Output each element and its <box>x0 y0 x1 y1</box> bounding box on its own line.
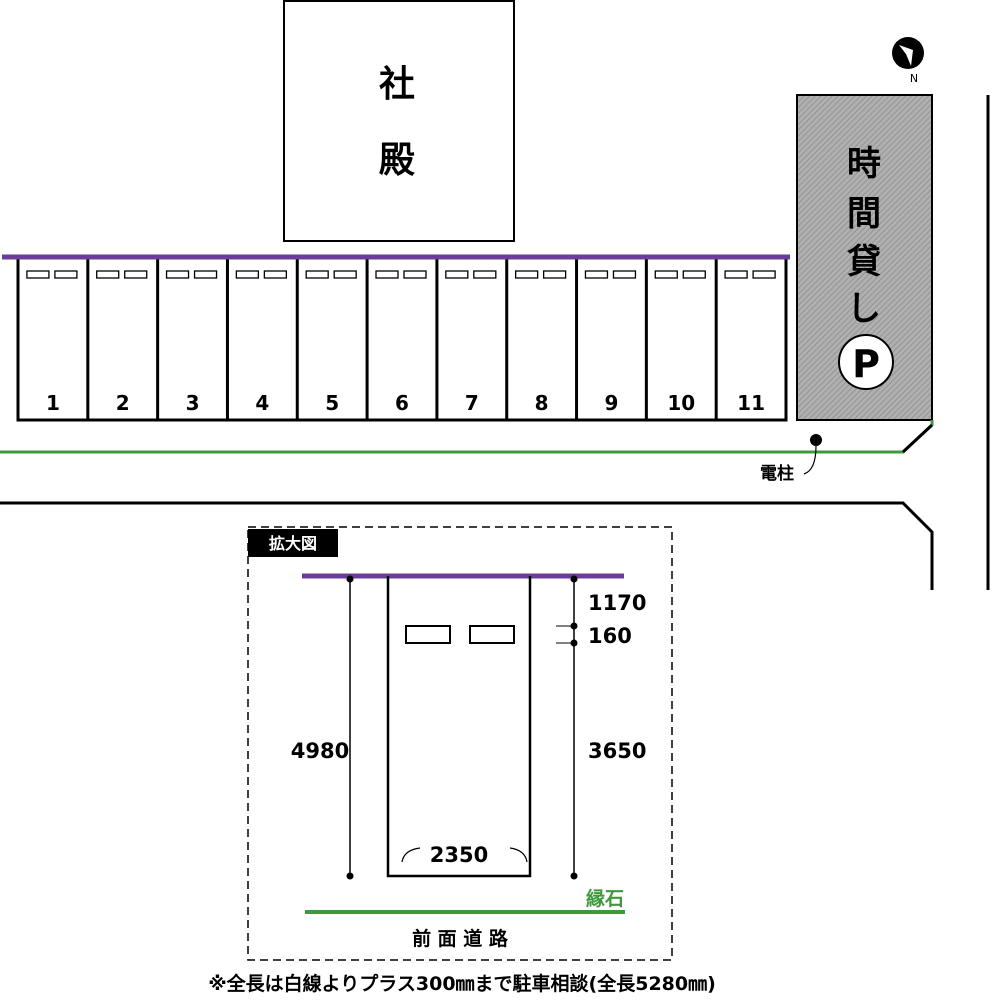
north-label: N <box>910 72 918 85</box>
wheel-stop-icon <box>584 270 609 279</box>
parking-p-icon <box>838 334 894 390</box>
curb-line <box>0 420 934 454</box>
parking-stalls: 1 2 3 4 5 6 7 8 9 10 11 <box>16 257 788 422</box>
stall-outline <box>16 257 788 422</box>
parking-p-label: P <box>852 342 880 386</box>
hourly-char: 間 <box>847 194 881 234</box>
wheel-stop-icon <box>193 270 218 279</box>
hourly-char: 時 <box>847 144 881 184</box>
wheel-stop-icon <box>26 270 50 279</box>
wheel-stop-icon <box>682 270 706 279</box>
detail-view: 拡大図 4980 1170 160 3650 2350 縁石 前 面 道 路 <box>247 526 673 961</box>
stall-number: 6 <box>395 391 409 415</box>
wheel-stop-icon <box>542 270 567 279</box>
wheel-stop-icon <box>405 625 451 644</box>
dim-stop: 160 <box>588 624 632 648</box>
detail-frame <box>247 526 673 961</box>
stall-number: 7 <box>465 391 479 415</box>
wheel-stop-icon <box>469 625 515 644</box>
wheel-stop-icon <box>96 270 120 279</box>
shrine-label-1: 社 <box>379 64 415 105</box>
wheel-stop-icon <box>375 270 399 279</box>
dim-total-length: 4980 <box>291 739 349 763</box>
wheel-stop-icon <box>752 270 776 279</box>
wheel-stop-icon <box>54 270 78 279</box>
utility-pole-label: 電柱 <box>760 463 794 484</box>
wheel-stop-icon <box>514 270 539 279</box>
footnote: ※全長は白線よりプラス300㎜まで駐車相談(全長5280㎜) <box>208 972 716 995</box>
road-edge-line <box>0 501 934 590</box>
wheel-stop-icon <box>724 270 748 279</box>
stall-number: 10 <box>667 391 695 415</box>
hourly-char: 貸 <box>847 242 881 282</box>
stall-number: 3 <box>186 391 200 415</box>
dim-width: 2350 <box>430 843 488 867</box>
wheel-stop-icon <box>654 270 678 279</box>
utility-pole-icon <box>810 434 822 446</box>
stall-number: 4 <box>255 391 269 415</box>
wheel-stop-icon <box>445 270 469 279</box>
hourly-parking-area: 時 間 貸 し P <box>796 94 933 421</box>
detail-title: 拡大図 <box>269 534 317 553</box>
compass-north-icon: N <box>892 37 924 85</box>
stall-number: 8 <box>535 391 549 415</box>
wheel-stop-icon <box>473 270 497 279</box>
wheel-stop-icon <box>263 270 288 279</box>
shrine-building: 社 殿 <box>283 0 515 242</box>
wheel-stop-icon <box>165 270 190 279</box>
wheel-stop-icon <box>305 270 329 279</box>
curb-label: 縁石 <box>586 887 624 910</box>
wheel-stop-icon <box>403 270 427 279</box>
wheel-stop-icon <box>612 270 637 279</box>
stall-number: 9 <box>604 391 618 415</box>
hourly-char: し <box>847 289 881 329</box>
stall-number: 1 <box>46 391 60 415</box>
stall-number: 5 <box>325 391 339 415</box>
shrine-label-2: 殿 <box>379 140 415 181</box>
road-label: 前 面 道 路 <box>412 927 509 950</box>
stall-number: 11 <box>737 391 765 415</box>
dim-top: 1170 <box>588 591 646 615</box>
detail-stall <box>386 576 532 878</box>
dim-bottom: 3650 <box>588 739 646 763</box>
stall-number: 2 <box>116 391 130 415</box>
wheel-stop-icon <box>124 270 148 279</box>
wheel-stop-icon <box>333 270 357 279</box>
wheel-stop-icon <box>235 270 260 279</box>
